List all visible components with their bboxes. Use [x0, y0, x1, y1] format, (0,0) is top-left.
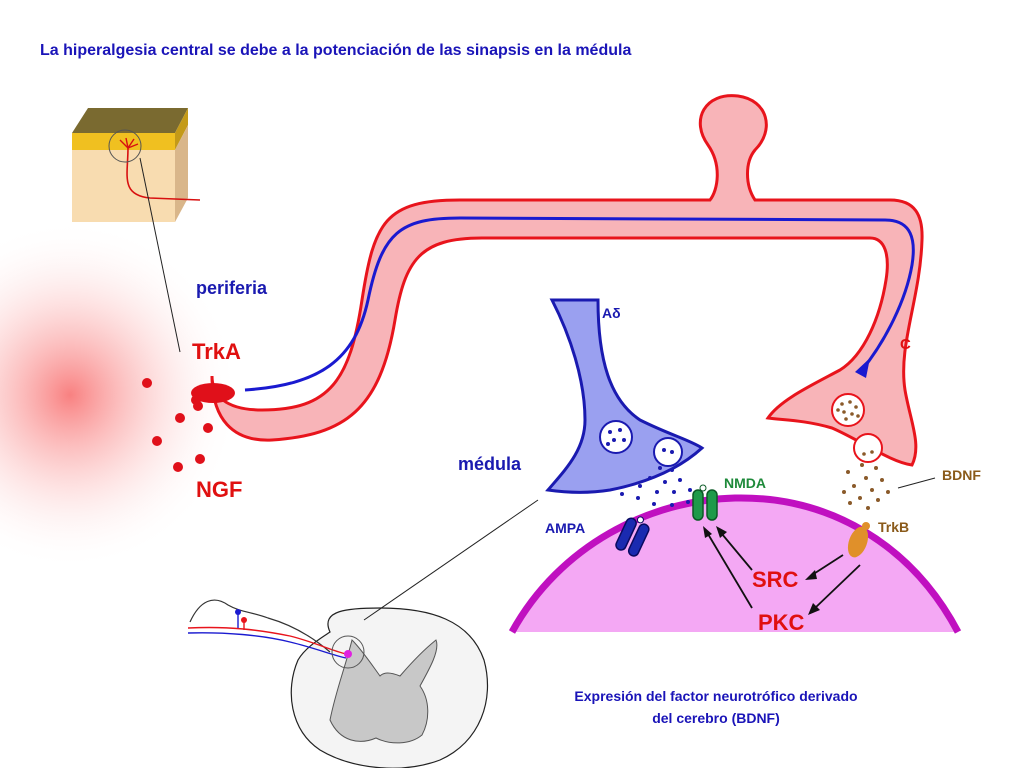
postsynaptic-membrane — [508, 494, 962, 634]
skin-block — [72, 108, 201, 222]
page-title: La hiperalgesia central se debe a la pot… — [40, 42, 631, 59]
glutamate-dots — [620, 466, 692, 507]
caption-line-2: del cerebro (BDNF) — [652, 710, 780, 726]
medula-zoom-line — [363, 499, 539, 621]
signaling-arrows — [703, 526, 861, 615]
skin-zoom-line — [139, 157, 181, 353]
label-src: SRC — [752, 567, 799, 592]
bdnf-dots — [842, 463, 890, 510]
spinal-cord-cross-section — [187, 599, 488, 768]
label-trkb: TrkB — [878, 519, 909, 535]
ampa-receptor — [615, 516, 650, 557]
label-pkc: PKC — [758, 610, 805, 635]
a-delta-vesicle-2 — [653, 437, 683, 467]
ngf-dots — [142, 378, 213, 472]
axon-arrowhead — [855, 358, 870, 378]
bdnf-pointer — [897, 477, 936, 489]
inflammation-glow — [0, 220, 240, 570]
label-medula: médula — [458, 454, 522, 474]
c-fiber-axon — [244, 216, 915, 392]
c-vesicle-2 — [853, 433, 883, 463]
trka-receptor — [191, 383, 235, 403]
a-delta-vesicle-1 — [599, 420, 633, 454]
label-c-fiber: C — [900, 336, 911, 353]
a-delta-terminal — [545, 298, 705, 494]
label-ampa: AMPA — [545, 520, 585, 536]
label-a-delta: Aδ — [602, 305, 621, 321]
label-bdnf: BDNF — [942, 467, 981, 483]
label-periferia: periferia — [196, 278, 268, 298]
label-nmda: NMDA — [724, 475, 766, 491]
nmda-receptor — [692, 484, 718, 521]
caption-line-1: Expresión del factor neurotrófico deriva… — [574, 688, 857, 704]
trkb-receptor — [847, 522, 870, 558]
c-vesicle-1 — [831, 393, 865, 427]
label-trka: TrkA — [192, 339, 241, 364]
label-ngf: NGF — [196, 477, 242, 502]
c-fiber-tube — [210, 94, 924, 467]
